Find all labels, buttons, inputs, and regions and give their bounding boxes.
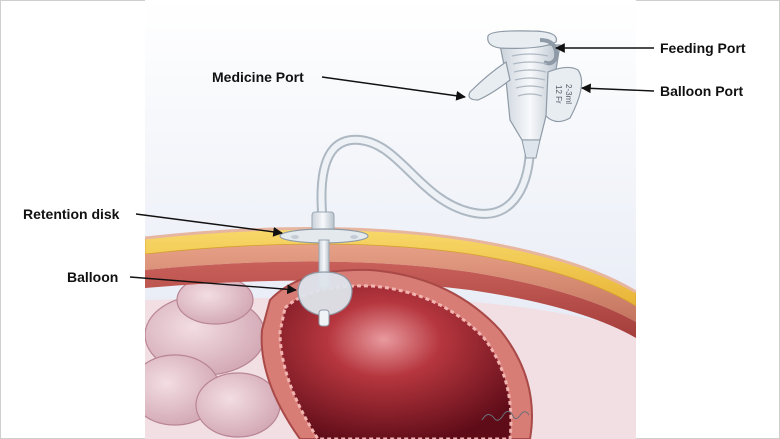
intestines	[145, 275, 281, 438]
feeding-port-label: Feeding Port	[660, 40, 746, 56]
tube-size-print: 12 Fr	[554, 85, 563, 104]
balloon-volume-print: 2-3ml	[564, 84, 573, 104]
artist-signature	[481, 410, 530, 421]
balloon-port-label: Balloon Port	[660, 83, 744, 99]
retention-disk-label: Retention disk	[23, 206, 120, 222]
leader-lines	[129, 43, 655, 295]
balloon-label: Balloon	[67, 269, 119, 285]
balloon-port-arrow	[581, 83, 655, 94]
medicine-port-label: Medicine Port	[212, 69, 304, 85]
port-hub: 12 Fr 2-3ml	[468, 30, 583, 159]
retention-disk-arrow	[135, 213, 283, 237]
gastrostomy-device	[279, 211, 369, 327]
balloon-arrow	[129, 276, 297, 295]
extension-tube	[316, 134, 535, 219]
medicine-port-arrow	[321, 76, 466, 101]
skin-surface	[145, 226, 636, 294]
muscle-layer	[145, 261, 636, 338]
